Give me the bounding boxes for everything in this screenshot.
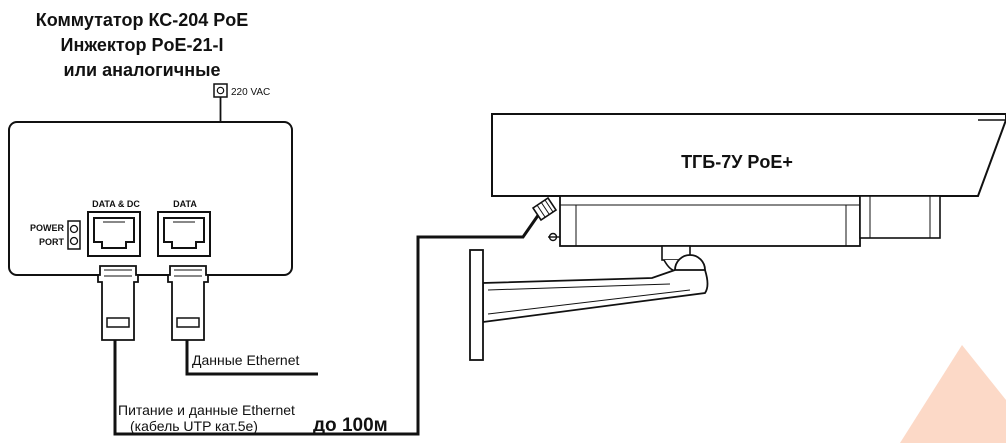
camera-housing: ТГБ-7У PoE+ xyxy=(491,113,1006,247)
injector-unit: POWER PORT DATA & DC DATA xyxy=(8,121,293,276)
distance-label: до 100м xyxy=(313,415,388,436)
power-port-label-2: PORT xyxy=(39,237,65,247)
poe-cable xyxy=(113,213,541,436)
camera-label: ТГБ-7У PoE+ xyxy=(681,152,793,172)
accent-shape xyxy=(900,345,1006,443)
port-data-label: DATA xyxy=(173,199,197,209)
power-port-icon xyxy=(67,220,81,250)
ethernet-data-label: Данные Ethernet xyxy=(192,352,300,368)
title-line-1: Коммутатор КС-204 PoE xyxy=(36,10,249,30)
poe-cable-label-1: Питание и данные Ethernet xyxy=(118,402,295,418)
title-line-3: или аналогичные xyxy=(64,60,221,80)
rj45-plug-data-icon xyxy=(167,265,209,341)
rj45-port-data-dc-icon xyxy=(87,211,141,257)
power-input-socket-icon xyxy=(213,83,228,98)
power-input: 220 VAC xyxy=(213,83,270,122)
poe-cable-label-2: (кабель UTP кат.5е) xyxy=(130,418,258,434)
cable-gland-icon xyxy=(531,196,558,222)
rj45-port-data-icon xyxy=(157,211,211,257)
title-line-2: Инжектор PoE-21-I xyxy=(61,35,224,55)
power-input-label: 220 VAC xyxy=(231,87,270,98)
rj45-plug-power-data-icon xyxy=(97,265,139,341)
port-data-dc-label: DATA & DC xyxy=(92,199,140,209)
camera-bracket xyxy=(469,245,709,361)
power-port-label-1: POWER xyxy=(30,223,65,233)
ethernet-data-cable xyxy=(185,340,318,376)
